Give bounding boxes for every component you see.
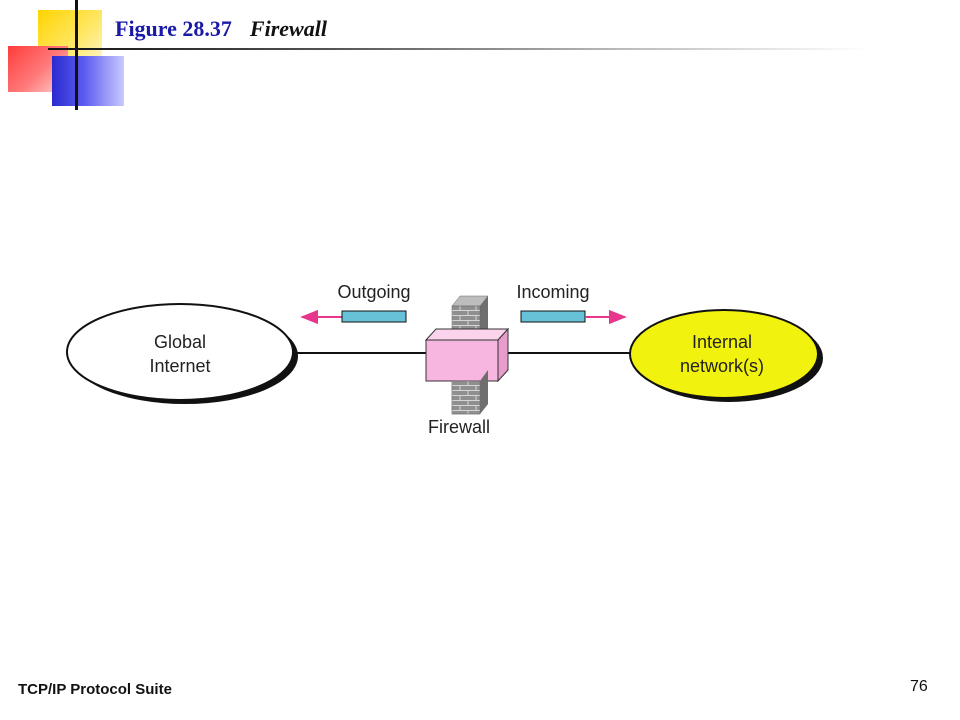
global-internet-label-1: Global — [154, 332, 206, 352]
page-number: 76 — [910, 678, 928, 695]
title-underline — [48, 48, 868, 50]
incoming-label: Incoming — [516, 282, 589, 302]
figure-caption: Firewall — [249, 16, 327, 41]
figure-number: Figure 28.37 — [115, 16, 232, 41]
internal-network-label-1: Internal — [692, 332, 752, 352]
blue-decoration — [52, 56, 124, 106]
footer-text: TCP/IP Protocol Suite — [18, 681, 172, 698]
global-internet-label-2: Internet — [149, 356, 210, 376]
internal-network-label-2: network(s) — [680, 356, 764, 376]
firewall-node — [424, 295, 510, 415]
vertical-rule — [75, 0, 78, 110]
outgoing-traffic-bar — [341, 310, 407, 323]
firewall-label: Firewall — [428, 417, 490, 437]
slide-title: Figure 28.37 Firewall — [115, 16, 327, 42]
internal-network-node: Internal network(s) — [629, 309, 823, 402]
incoming-traffic-bar — [520, 310, 586, 323]
global-internet-node: Global Internet — [66, 303, 298, 404]
outgoing-label: Outgoing — [337, 282, 410, 302]
